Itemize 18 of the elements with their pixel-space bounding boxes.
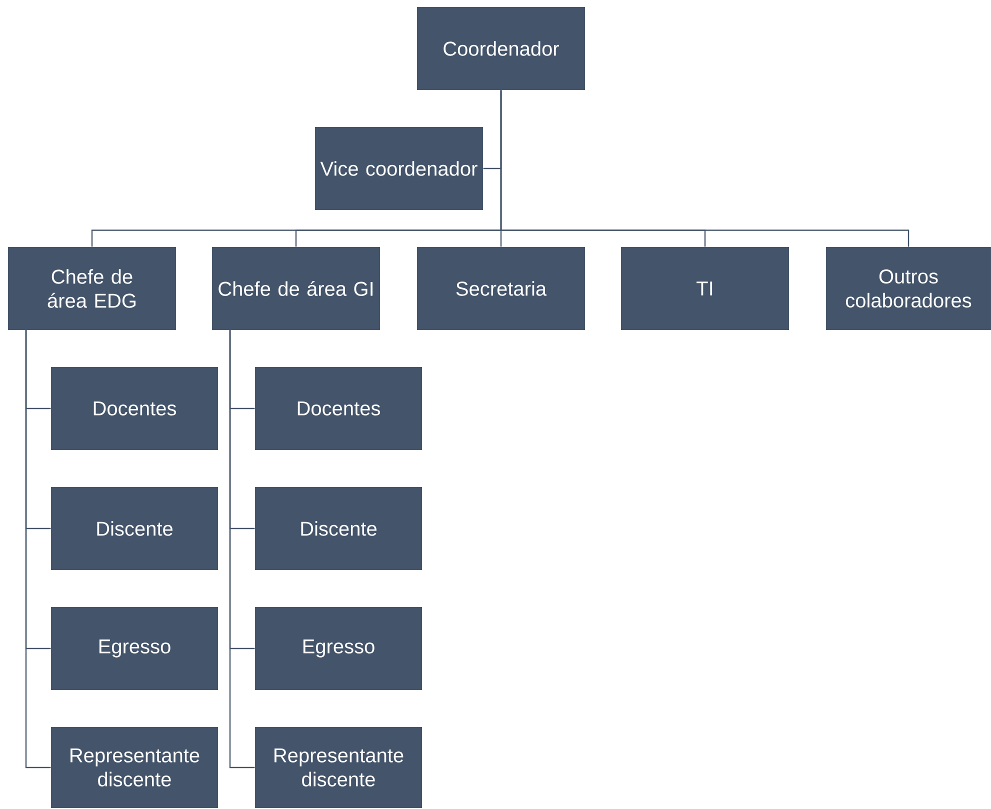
connector-line (229, 330, 255, 768)
org-box: Egresso (255, 607, 422, 690)
org-box: Representante discente (51, 727, 218, 808)
org-box: Discente (255, 487, 422, 570)
org-box: Outros colaboradores (826, 247, 991, 330)
connector-line (500, 90, 910, 247)
org-box: TI (621, 247, 789, 330)
org-box: Representante discente (255, 727, 422, 808)
org-box: Chefe de área EDG (8, 247, 176, 330)
org-box: Coordenador (417, 7, 585, 90)
org-box: Egresso (51, 607, 218, 690)
org-box: Discente (51, 487, 218, 570)
org-box: Vice coordenador (315, 127, 483, 210)
org-box: Docentes (255, 367, 422, 450)
org-box: Secretaria (417, 247, 585, 330)
org-box: Chefe de área GI (212, 247, 380, 330)
org-box: Docentes (51, 367, 218, 450)
connector-line (25, 330, 51, 768)
